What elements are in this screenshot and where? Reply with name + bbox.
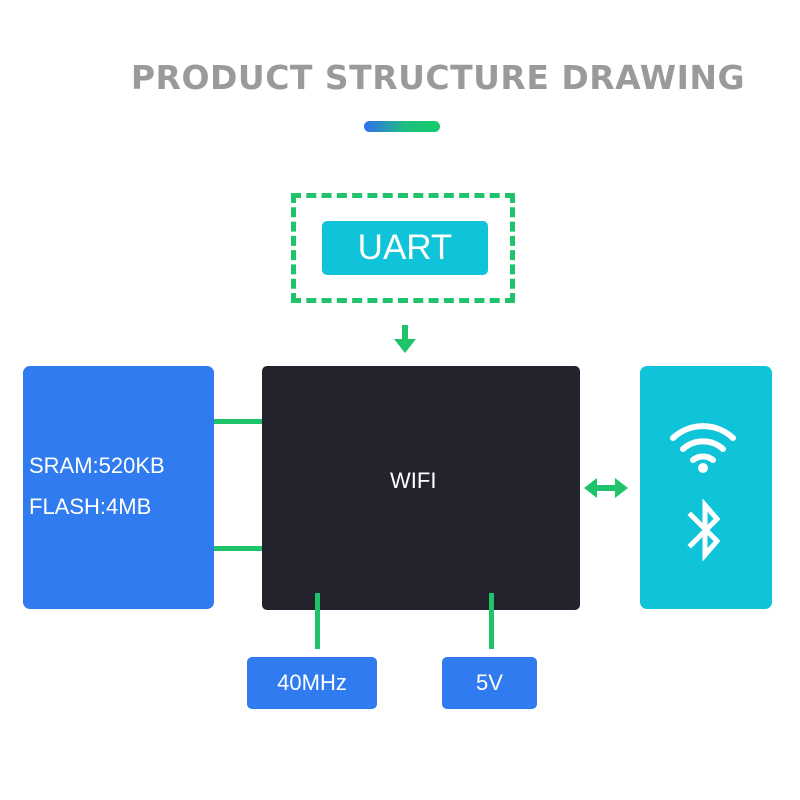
memory-block: SRAM:520KB FLASH:4MB	[23, 366, 214, 609]
chip-label: WIFI	[390, 468, 437, 493]
bluetooth-icon	[687, 499, 721, 561]
down-arrow-icon	[394, 325, 416, 353]
wireless-block	[640, 366, 772, 609]
clock-frequency-block: 40MHz	[247, 657, 377, 709]
clock-connector	[315, 593, 320, 649]
sram-label: SRAM:520KB	[29, 453, 165, 478]
memory-connector-bottom	[214, 546, 274, 551]
uart-block: UART	[322, 221, 488, 275]
wifi-chip-block: WIFI	[262, 366, 580, 610]
diagram-title: PRODUCT STRUCTURE DRAWING	[130, 58, 746, 97]
voltage-block: 5V	[442, 657, 537, 709]
bidirectional-arrow-icon	[584, 478, 628, 498]
wifi-icon	[670, 423, 736, 473]
flash-label: FLASH:4MB	[29, 494, 152, 519]
uart-dashed-frame	[291, 193, 515, 303]
power-connector	[489, 593, 494, 649]
title-accent-bar	[364, 121, 440, 132]
memory-connector-top	[214, 419, 274, 424]
